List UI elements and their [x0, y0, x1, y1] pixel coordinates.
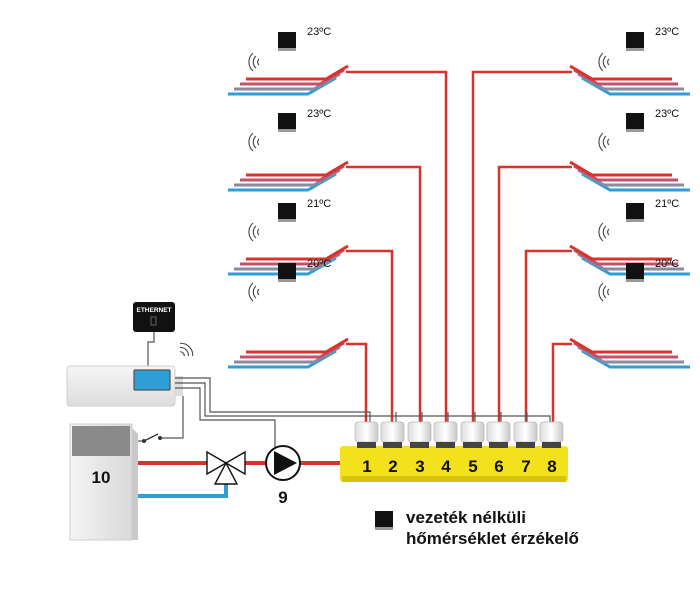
floor-loop	[569, 64, 690, 96]
pump-label: 9	[278, 488, 287, 507]
feed-pipes	[346, 70, 572, 428]
thermostat-icon	[278, 113, 296, 132]
controller	[66, 339, 197, 407]
wifi-icon	[598, 132, 610, 152]
thermostat-icon	[626, 113, 644, 132]
legend-line-2: hőmérséklet érzékelő	[406, 529, 579, 548]
floor-loop	[228, 337, 349, 369]
sensor-temperature: 21ºC	[307, 198, 331, 210]
sensor: 23ºC	[248, 26, 331, 72]
controller-screen	[133, 369, 171, 391]
sensor-temperature: 20ºC	[655, 258, 679, 270]
wifi-icon	[248, 282, 260, 302]
sensor: 23ºC	[598, 108, 679, 152]
sensor-temperature: 20ºC	[307, 258, 331, 270]
legend: vezeték nélküli hőmérséklet érzékelő	[375, 508, 579, 548]
floor-loop	[228, 64, 349, 96]
sensor-temperature: 23ºC	[307, 108, 331, 120]
floor-loops-right	[569, 64, 690, 369]
thermostat-icon	[626, 263, 644, 282]
wifi-icon	[175, 339, 197, 361]
circuit-number: 4	[441, 457, 451, 476]
floor-loop	[228, 244, 349, 276]
sensors-left: 23ºC 23ºC 21ºC 20ºC	[248, 26, 331, 302]
pump: 9	[265, 445, 301, 507]
manifold: 1 2 3 4 5 6 7 8	[340, 421, 568, 482]
sensor-temperature: 23ºC	[655, 26, 679, 38]
wifi-icon	[248, 52, 260, 72]
thermostat-icon	[278, 203, 296, 222]
control-wiring	[132, 377, 551, 448]
sensor-temperature: 23ºC	[655, 108, 679, 120]
wifi-icon	[598, 282, 610, 302]
sensor: 21ºC	[598, 198, 679, 242]
sensor: 23ºC	[248, 108, 331, 152]
wifi-icon	[248, 132, 260, 152]
wifi-icon	[248, 222, 260, 242]
mixing-valve	[206, 450, 246, 485]
thermostat-icon	[626, 203, 644, 222]
thermostat-icon	[626, 32, 644, 51]
thermostat-icon	[375, 511, 393, 530]
floor-loop	[228, 160, 349, 192]
circuit-number: 8	[547, 457, 556, 476]
sensor-temperature: 21ºC	[655, 198, 679, 210]
sensors-right: 23ºC 23ºC 21ºC 20ºC	[598, 26, 679, 302]
floor-loop	[569, 160, 690, 192]
sensor-temperature: 23ºC	[307, 26, 331, 38]
floor-loops-left	[228, 64, 349, 369]
circuit-number: 3	[415, 457, 424, 476]
return-pipe	[138, 480, 228, 498]
ethernet-label: ETHERNET	[136, 307, 171, 314]
circuit-number: 6	[494, 457, 503, 476]
boiler-switch	[142, 433, 162, 443]
sensor: 20ºC	[248, 258, 331, 302]
boiler-label: 10	[92, 468, 111, 487]
circuit-number: 1	[362, 457, 371, 476]
actuator-wire-ticks	[395, 412, 528, 422]
legend-line-1: vezeték nélküli	[406, 508, 526, 527]
ethernet-module: ETHERNET	[133, 302, 175, 366]
floor-loop	[569, 244, 690, 276]
circuit-number: 5	[468, 457, 477, 476]
boiler: 10	[69, 423, 138, 541]
sensor: 23ºC	[598, 26, 679, 72]
sensor: 20ºC	[598, 258, 679, 302]
thermostat-icon	[278, 263, 296, 282]
circuit-number: 7	[521, 457, 530, 476]
thermostat-icon	[278, 32, 296, 51]
wifi-icon	[598, 222, 610, 242]
sensor: 21ºC	[248, 198, 331, 242]
wifi-icon	[598, 52, 610, 72]
floor-loop	[569, 337, 690, 369]
circuit-number: 2	[388, 457, 397, 476]
